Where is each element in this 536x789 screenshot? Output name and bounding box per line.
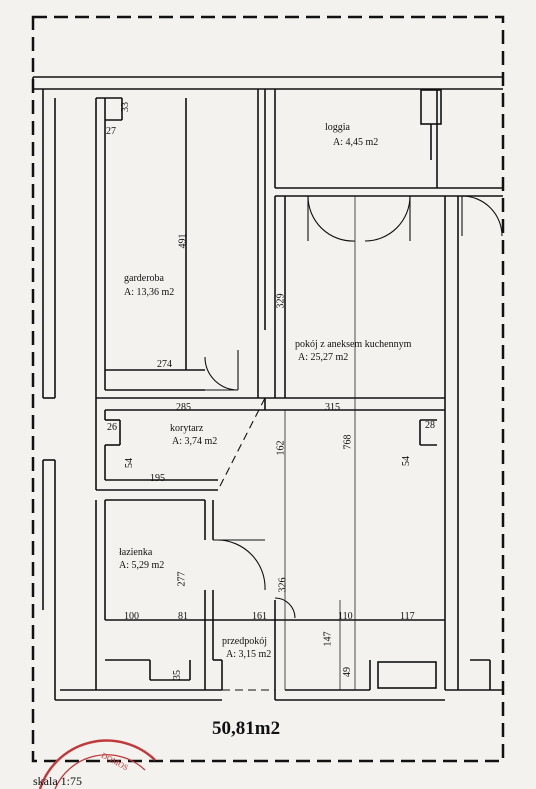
pokoj-name: pokój z aneksem kuchennym (295, 339, 412, 350)
dim-274: 274 (157, 359, 172, 370)
property-boundary (31, 15, 505, 763)
dim-195: 195 (150, 473, 165, 484)
przedpokoj-area: A: 3,15 m2 (226, 649, 272, 660)
korytarz-name: korytarz (170, 423, 204, 434)
pokoj-area: A: 25,27 m2 (298, 352, 349, 363)
dimension-lines (284, 196, 356, 690)
dim-315: 315 (325, 402, 340, 413)
dim-33: 33 (120, 102, 131, 112)
garderoba-area: A: 13,36 m2 (124, 287, 175, 298)
dim-162: 162 (275, 440, 287, 456)
doors (204, 195, 503, 619)
dim-285: 285 (176, 402, 191, 413)
dim-768: 768 (342, 434, 354, 450)
dim-28: 28 (425, 420, 435, 431)
korytarz-area: A: 3,74 m2 (172, 436, 218, 447)
stamp (38, 739, 156, 789)
dim-54-right: 54 (401, 456, 412, 466)
lazienka-name: łazienka (119, 547, 153, 558)
dim-100: 100 (124, 611, 139, 622)
dim-147: 147 (322, 631, 334, 647)
garderoba-name: garderoba (124, 273, 164, 284)
loggia-area: A: 4,45 m2 (333, 137, 379, 148)
lazienka-area: A: 5,29 m2 (119, 560, 165, 571)
dim-161: 161 (252, 611, 267, 622)
dim-81: 81 (178, 611, 188, 622)
total-area: 50,81m2 (212, 718, 281, 739)
przedpokoj-name: przedpokój (222, 636, 267, 647)
dim-491: 491 (177, 233, 189, 249)
walls (32, 76, 503, 701)
dim-110: 110 (338, 611, 353, 622)
dim-49: 49 (342, 667, 353, 677)
scale-label: skala 1:75 (33, 774, 82, 788)
loggia-name: loggia (325, 122, 350, 133)
dim-26: 26 (107, 422, 117, 433)
dim-329: 329 (275, 293, 287, 309)
dim-54-left: 54 (124, 458, 135, 468)
dim-35: 35 (172, 670, 183, 680)
dim-277: 277 (176, 571, 188, 587)
dim-27: 27 (106, 126, 116, 137)
dim-117: 117 (400, 611, 415, 622)
passage-lines (217, 397, 275, 691)
dim-326: 326 (277, 577, 289, 593)
